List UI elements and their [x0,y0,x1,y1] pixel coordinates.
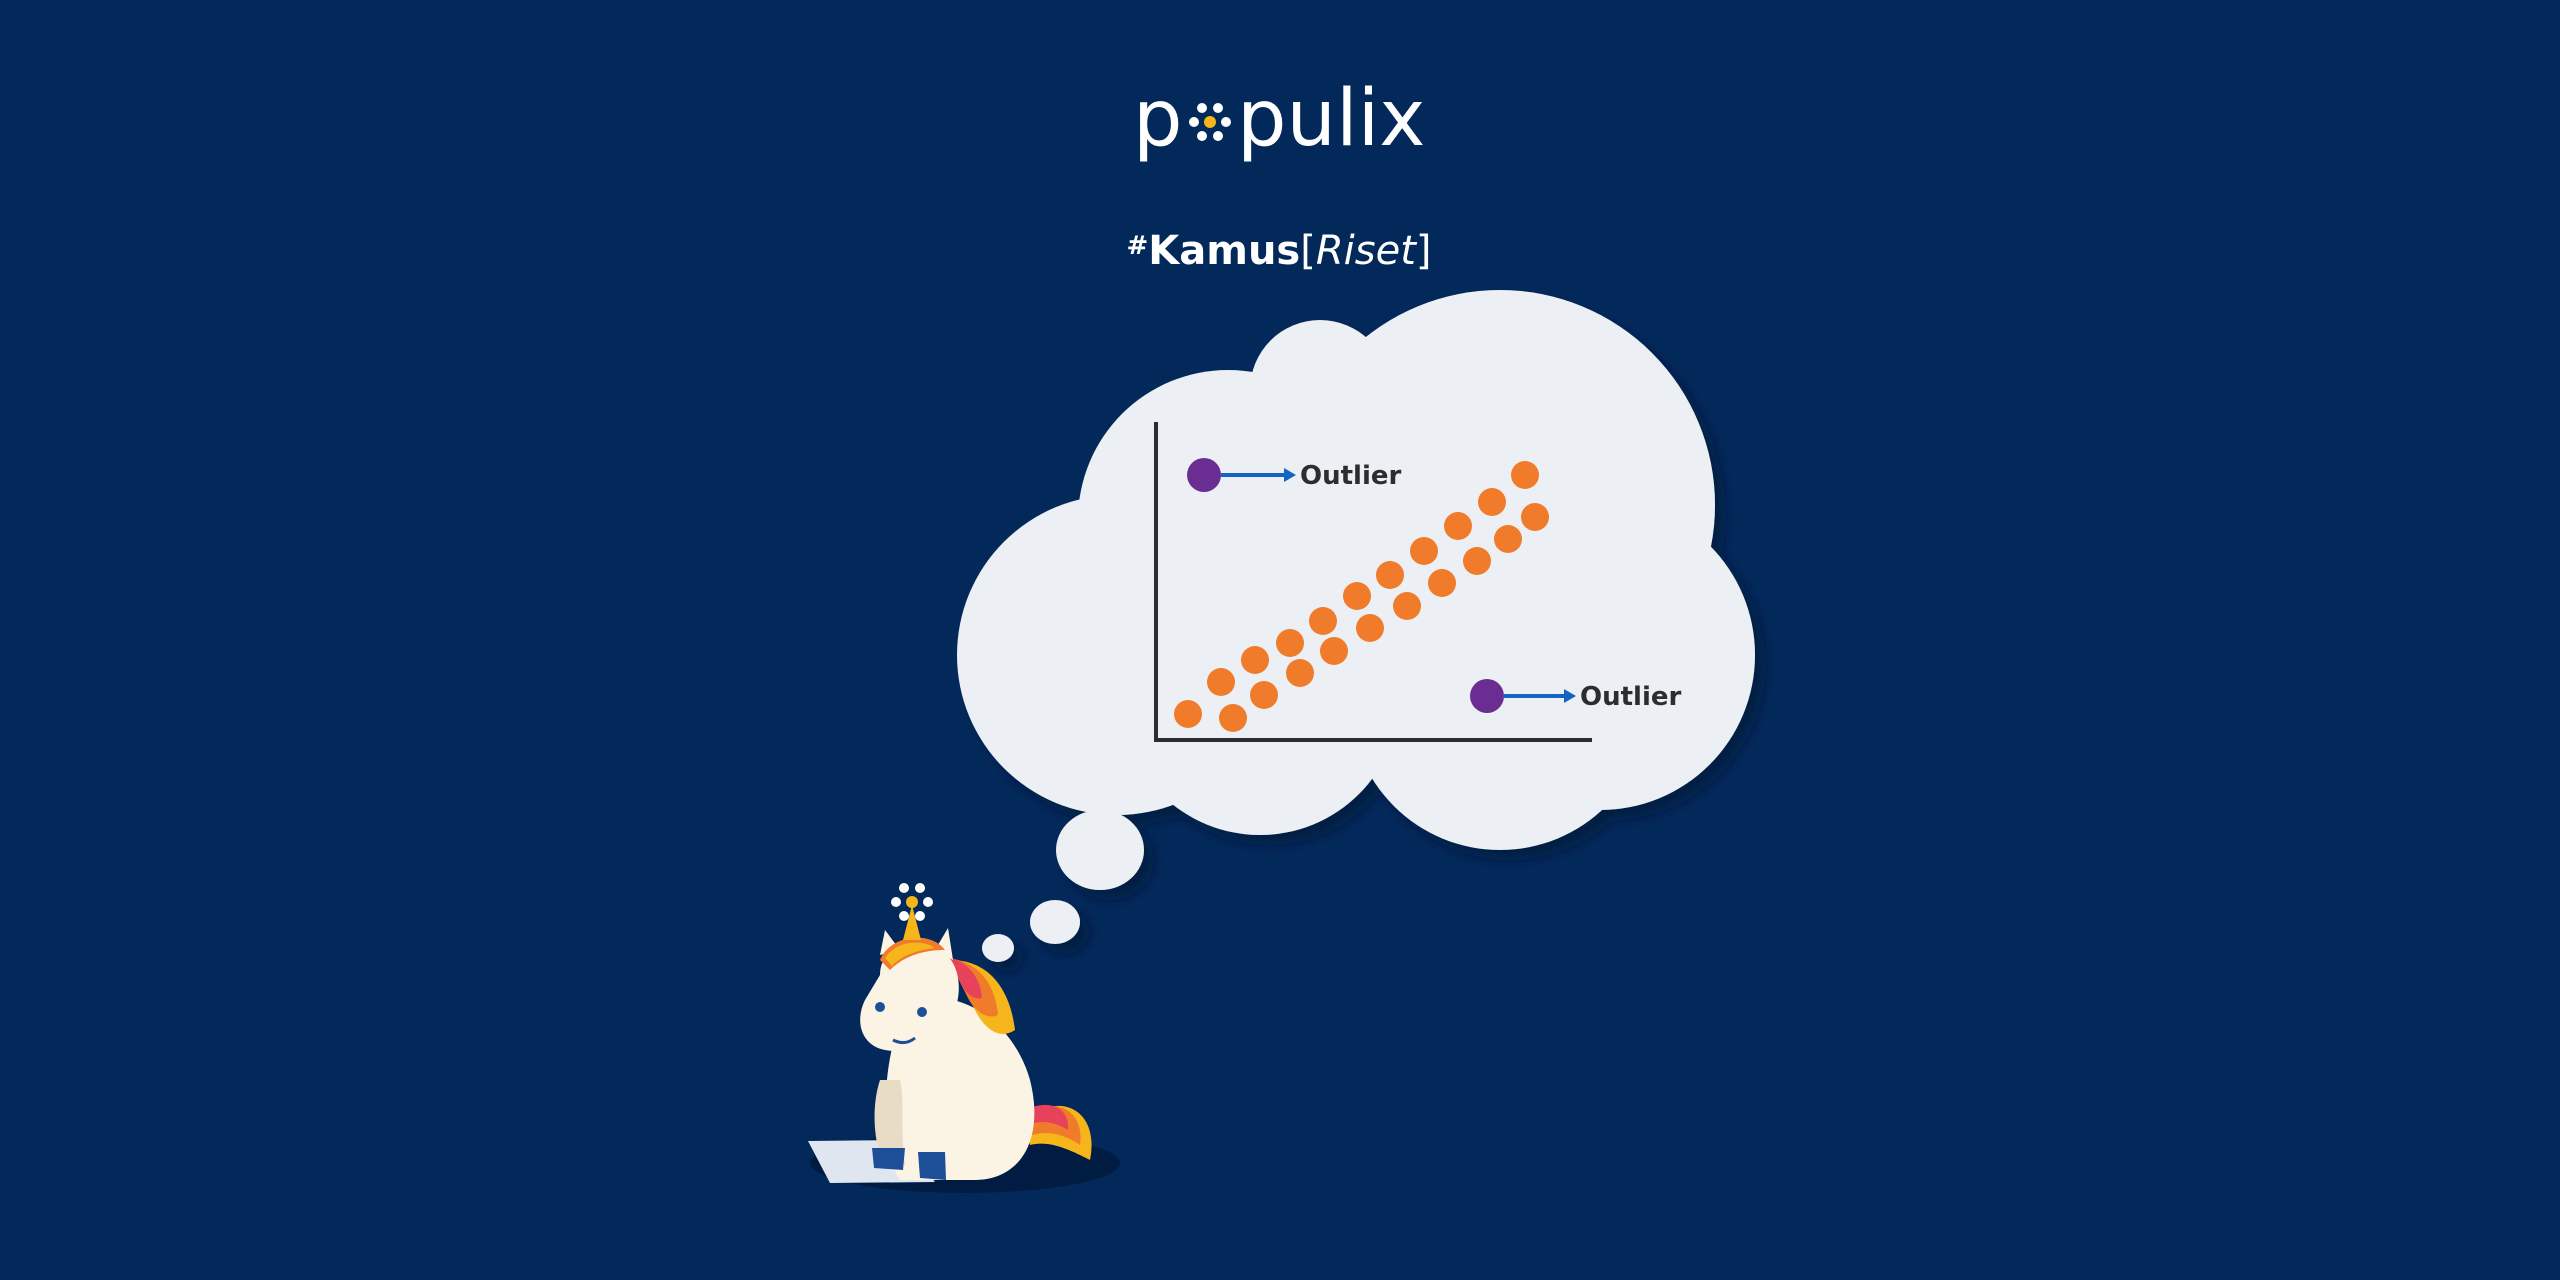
data-point [1511,461,1539,489]
outlier-label: Outlier [1300,461,1401,491]
outlier-point [1470,679,1504,713]
data-point [1356,614,1384,642]
data-point [1276,629,1304,657]
thought-bubble-large [1056,810,1144,890]
unicorn-tail [1025,1104,1092,1160]
thought-bubble-small [982,934,1014,962]
tagline: #Kamus[Riset] [1126,228,1431,274]
eye-icon [875,1002,885,1012]
data-point [1250,681,1278,709]
populix-dots-icon [891,883,933,921]
tagline-bracket-close: ] [1416,228,1432,274]
eye-icon [917,1007,927,1017]
data-points [1174,461,1549,732]
data-point [1521,503,1549,531]
logo-dots-icon [1189,103,1231,141]
unicorn-mascot [808,883,1120,1193]
data-point [1309,607,1337,635]
logo-text-pre: p [1133,74,1183,164]
data-point [1478,488,1506,516]
data-point [1494,525,1522,553]
data-point [1428,569,1456,597]
data-point [1410,537,1438,565]
data-point [1376,561,1404,589]
outlier-top: Outlier [1187,458,1401,492]
populix-logo: p pulix [1133,74,1425,164]
outlier-point [1187,458,1221,492]
data-point [1207,668,1235,696]
tagline-hash: # [1126,231,1148,261]
data-point [1219,704,1247,732]
arrow-head-icon [1564,689,1576,703]
data-point [1320,637,1348,665]
outlier-bottom: Outlier [1470,679,1681,713]
data-point [1286,659,1314,687]
tagline-sub: Riset [1316,228,1417,274]
scatter-chart: Outlier Outlier [1154,422,1681,742]
logo-text-post: pulix [1237,74,1425,164]
tagline-main: Kamus [1148,228,1300,274]
data-point [1174,700,1202,728]
horn-icon [903,905,921,940]
thought-bubble-medium [1030,900,1080,944]
data-point [1241,646,1269,674]
data-point [1393,592,1421,620]
arrow-head-icon [1284,468,1296,482]
outlier-label: Outlier [1580,682,1681,712]
thought-cloud [957,290,1755,962]
data-point [1343,582,1371,610]
tagline-bracket-open: [ [1300,228,1316,274]
data-point [1444,512,1472,540]
data-point [1463,547,1491,575]
